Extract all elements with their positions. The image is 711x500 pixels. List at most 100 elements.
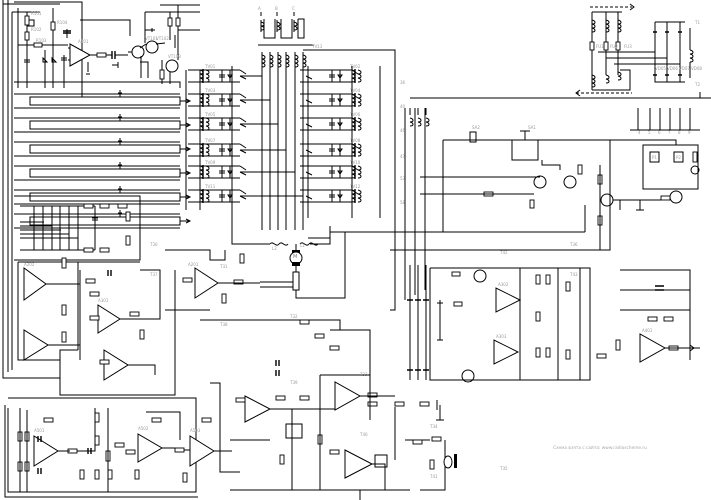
resistor-r101 bbox=[24, 15, 30, 26]
component-label: TV02 bbox=[349, 64, 361, 69]
bus-bar bbox=[29, 192, 181, 202]
component-label: L1 bbox=[300, 243, 305, 248]
component-label: Т36 bbox=[569, 242, 578, 247]
opamp-a302 bbox=[493, 339, 520, 365]
component-label: M bbox=[293, 254, 297, 260]
component-label: Т34 bbox=[429, 424, 438, 429]
component-label: R102 bbox=[31, 27, 42, 32]
pulse-bus-bars bbox=[14, 90, 192, 229]
lower-left-block bbox=[4, 397, 232, 498]
integrator-block bbox=[17, 257, 176, 396]
component-label: R104 bbox=[57, 20, 68, 25]
transistor-vt202 bbox=[563, 175, 577, 189]
component-label: 53 bbox=[400, 176, 406, 181]
transistor-vt301 bbox=[473, 269, 487, 283]
transistor-vt204 bbox=[669, 190, 683, 204]
component-label: Т30 bbox=[149, 242, 158, 247]
relay-p1 bbox=[649, 151, 660, 163]
component-label: A302 bbox=[498, 282, 509, 287]
opamp-a101b bbox=[194, 267, 219, 299]
pulse-transformer-tv08 bbox=[300, 143, 362, 157]
component-label: FU2 bbox=[610, 44, 618, 49]
component-label: Т41 bbox=[429, 474, 438, 479]
transistor-vt201 bbox=[533, 175, 547, 189]
component-label: VD05 bbox=[655, 66, 666, 71]
resistor-r108 bbox=[159, 69, 165, 80]
switch-sa1[interactable] bbox=[469, 131, 477, 143]
pulse-transformer-tv09 bbox=[188, 165, 247, 179]
component-label: Т42 bbox=[499, 250, 508, 255]
opamp-a305 bbox=[344, 449, 374, 479]
pulse-transformer-tv10 bbox=[300, 165, 362, 179]
pulse-transformer-tv01 bbox=[188, 69, 247, 83]
component-label: T1 bbox=[694, 20, 700, 25]
resistor-r107 bbox=[175, 17, 181, 27]
pulse-transformer-tv07 bbox=[188, 143, 247, 157]
component-label: TV05 bbox=[204, 112, 216, 117]
main-transformer-tv13 bbox=[240, 12, 396, 239]
component-label: A501 bbox=[34, 428, 45, 433]
input-stage bbox=[14, 1, 200, 100]
component-label: FU1 bbox=[596, 44, 604, 49]
pulse-transformer-tv12 bbox=[300, 189, 362, 203]
component-label: A503 bbox=[190, 428, 201, 433]
component-label: 9 bbox=[688, 130, 691, 135]
component-label: 36 bbox=[400, 80, 406, 85]
component-label: 47 bbox=[400, 154, 406, 159]
opamp-a203 bbox=[97, 304, 121, 334]
component-label: Т38 bbox=[219, 322, 228, 327]
pulse-transformer-tv05 bbox=[188, 117, 247, 131]
rectifier-bridge bbox=[410, 3, 701, 130]
bus-bar bbox=[29, 168, 181, 178]
transistor-vt203 bbox=[600, 193, 614, 207]
component-label: VT103 bbox=[168, 54, 181, 59]
component-label: TV11 bbox=[204, 184, 216, 189]
opamp-a502 bbox=[137, 433, 163, 463]
component-label: TV13 bbox=[311, 44, 323, 49]
component-label: L2 bbox=[272, 246, 277, 251]
component-label: R103 bbox=[36, 38, 47, 43]
component-label: VD07 bbox=[679, 66, 690, 71]
transistor-vt101 bbox=[131, 45, 145, 59]
component-label: 8 bbox=[678, 130, 681, 135]
component-label: 4 bbox=[638, 130, 641, 135]
component-label: TV01 bbox=[204, 64, 216, 69]
pulse-transformer-tv03 bbox=[188, 93, 247, 107]
component-label: 6 bbox=[658, 130, 661, 135]
component-label: 7 bbox=[668, 130, 671, 135]
transistor-vt302 bbox=[461, 369, 475, 383]
component-label: TV10 bbox=[349, 160, 361, 165]
opamp-a202 bbox=[23, 329, 49, 361]
pulse-transformer-tv06 bbox=[300, 117, 362, 131]
component-label: A101 bbox=[78, 39, 89, 44]
component-label: Т31 bbox=[219, 264, 228, 269]
component-label: TV12 bbox=[349, 184, 361, 189]
component-label: TV09 bbox=[204, 160, 216, 165]
relay-p2 bbox=[673, 151, 684, 163]
bus-bar bbox=[29, 96, 181, 106]
motor-terminal-block bbox=[292, 271, 300, 291]
dc-motor bbox=[231, 218, 346, 299]
component-label: TV06 bbox=[349, 112, 361, 117]
component-label: A502 bbox=[138, 426, 149, 431]
component-label: A202 bbox=[24, 262, 35, 267]
pulse-transformer-tv11 bbox=[188, 189, 247, 203]
component-label: A401 bbox=[642, 328, 653, 333]
component-label: TV07 bbox=[204, 138, 216, 143]
resistor-r104 bbox=[50, 21, 56, 31]
component-label: 40 bbox=[400, 104, 406, 109]
speed-regulator-chain bbox=[165, 249, 457, 500]
bus-bar bbox=[29, 120, 181, 130]
relay-block bbox=[409, 108, 700, 250]
opamp-a303 bbox=[244, 395, 272, 423]
component-label: Т32 bbox=[289, 314, 298, 319]
opamp-a101 bbox=[69, 43, 92, 67]
component-label: 58 bbox=[400, 200, 406, 205]
resistor-r102 bbox=[24, 31, 30, 41]
transistor-vt103 bbox=[165, 59, 179, 73]
component-label: A201 bbox=[188, 262, 199, 267]
pulse-transformer-tv04 bbox=[300, 93, 362, 107]
